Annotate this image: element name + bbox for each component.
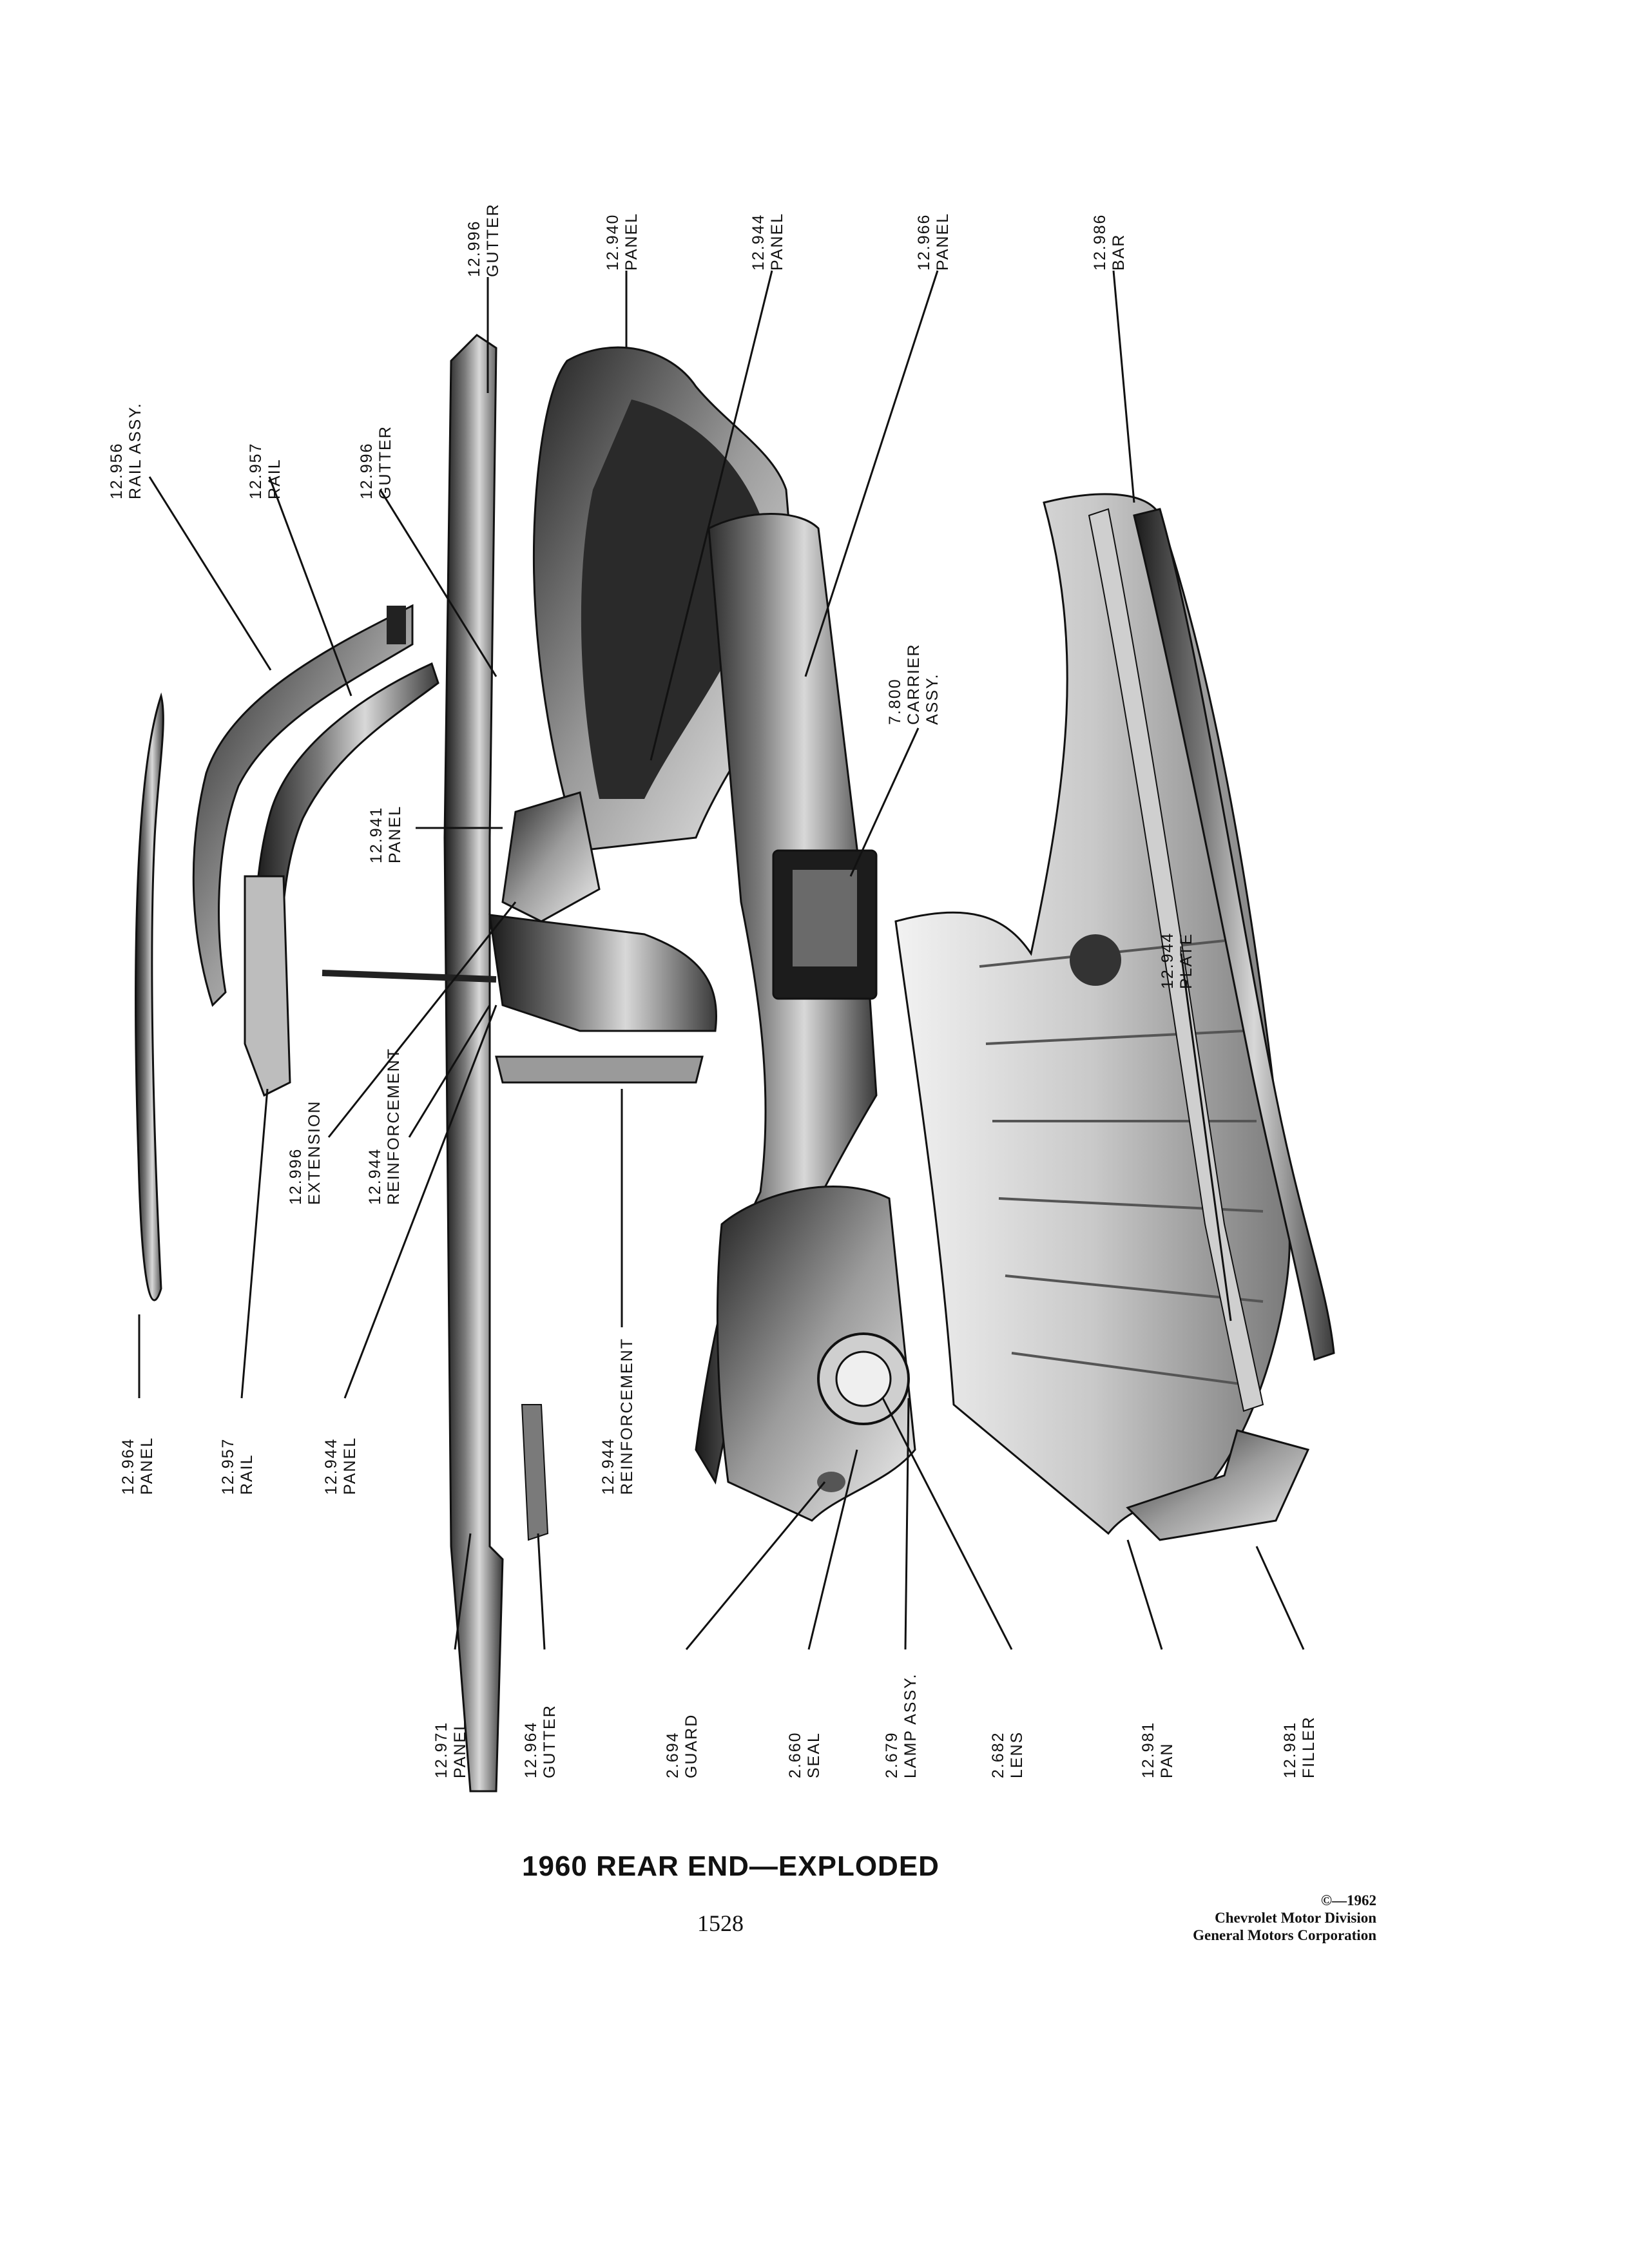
filler-12981-part: [1126, 1429, 1310, 1541]
callout-carrier-assy-7800: 7.800 CARRIER ASSY.: [886, 643, 941, 725]
callout-panel-12944-lower: 12.944 PANEL: [322, 1436, 359, 1495]
bar-12986-part: [1133, 508, 1335, 1361]
plate-12944-part: [1088, 508, 1264, 1412]
callout-bar-12986: 12.986 BAR: [1091, 213, 1128, 271]
carrier-center-plate: [793, 870, 857, 966]
callout-panel-12971: 12.971 PANEL: [432, 1720, 469, 1778]
page-number: 1528: [697, 1910, 744, 1936]
page-title: 1960 REAR END—EXPLODED: [522, 1850, 940, 1882]
copyright-notice: ©—1962 Chevrolet Motor Division General …: [1089, 1892, 1376, 1944]
callout-reinforcement-12944-upper: 12.944 REINFORCEMENT: [366, 1047, 403, 1205]
callout-lamp-assy-2679: 2.679 LAMP ASSY.: [883, 1673, 920, 1778]
callout-gutter-12964-lower: 12.964 GUTTER: [522, 1704, 559, 1778]
callout-guard-2694: 2.694 GUARD: [664, 1713, 700, 1778]
spare-well: [1070, 934, 1121, 986]
panel-12964-left-part: [135, 692, 164, 1302]
callout-pan-12981: 12.981 PAN: [1139, 1721, 1176, 1778]
lamp-lens-2682-part: [835, 1350, 892, 1407]
callout-extension-12996: 12.996 EXTENSION: [287, 1100, 323, 1205]
callout-panel-12964-left: 12.964 PANEL: [119, 1436, 156, 1495]
leader-lines: [138, 270, 1305, 1650]
guard-2694-part: [817, 1472, 845, 1492]
callout-panel-12941: 12.941 PANEL: [367, 805, 404, 863]
callout-panel-12944-top: 12.944 PANEL: [749, 212, 786, 271]
reinforcement-12944-upper-part: [488, 914, 717, 1032]
callout-rail-assy-12956: 12.956 RAIL ASSY.: [108, 402, 144, 499]
extension-12996-part: [501, 791, 601, 923]
callout-gutter-12996-mid: 12.996 GUTTER: [358, 425, 394, 499]
copyright-division: Chevrolet Motor Division: [1215, 1910, 1376, 1926]
callout-panel-12966: 12.966 PANEL: [915, 212, 952, 271]
callout-lens-2682: 2.682 LENS: [989, 1731, 1026, 1778]
callout-rail-12957-top: 12.957 RAIL: [247, 442, 284, 499]
reinforcement-12944-lower-part: [495, 1055, 704, 1084]
callout-gutter-12996-top: 12.996 GUTTER: [465, 203, 502, 277]
gutter-12964-lower-part: [521, 1404, 549, 1541]
rail-end-bracket: [387, 606, 406, 644]
rail-lower-section: [244, 875, 291, 1097]
copyright-year: ©—1962: [1320, 1892, 1376, 1908]
lower-rear-panel: [716, 1185, 916, 1522]
callout-rail-12957-lower: 12.957 RAIL: [219, 1437, 256, 1495]
callout-panel-12940: 12.940 PANEL: [604, 212, 641, 271]
callout-seal-2660: 2.660 SEAL: [786, 1731, 823, 1778]
reinforcement-rod: [322, 970, 497, 983]
floor-pan-12981-part: [894, 493, 1291, 1535]
callout-filler-12981: 12.981 FILLER: [1281, 1716, 1318, 1778]
rail-assy-12956-part: [192, 604, 414, 1007]
callout-reinforcement-12944-lower: 12.944 REINFORCEMENT: [599, 1337, 636, 1495]
callout-plate-12944: 12.944 PLATE: [1159, 932, 1195, 989]
copyright-corporation: General Motors Corporation: [1193, 1927, 1376, 1943]
